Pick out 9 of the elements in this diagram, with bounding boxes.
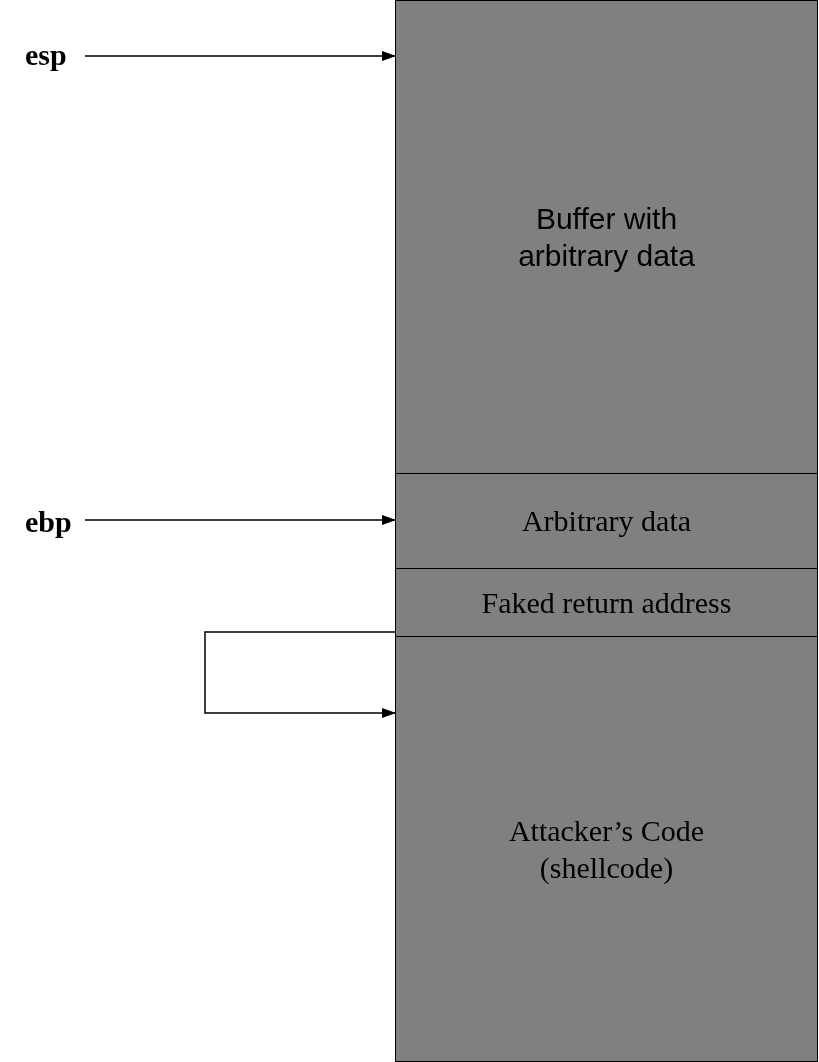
arrow xyxy=(204,631,396,718)
stack-frame-box: Faked return address xyxy=(395,568,818,637)
stack-frame-box: Arbitrary data xyxy=(395,473,818,569)
arrow xyxy=(84,51,396,61)
stack-frame-box: Buffer with arbitrary data xyxy=(395,0,818,474)
stack-frame-box: Attacker’s Code (shellcode) xyxy=(395,636,818,1062)
pointer-label: ebp xyxy=(25,502,81,542)
pointer-label: esp xyxy=(25,35,81,75)
arrow xyxy=(84,515,396,525)
